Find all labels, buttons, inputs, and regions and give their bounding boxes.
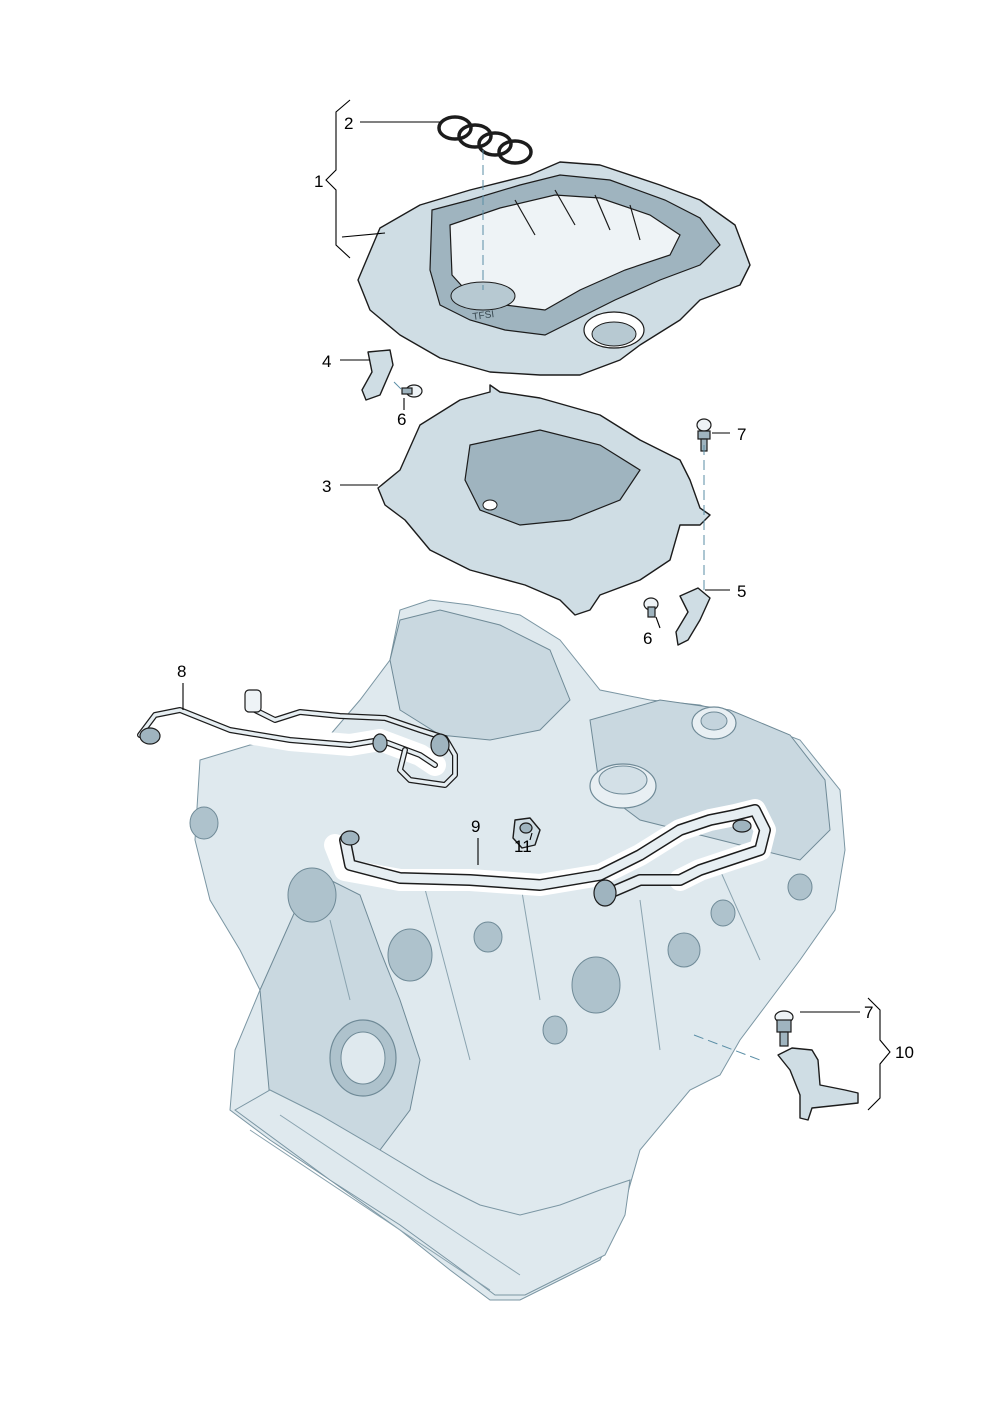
callout-3: 3 — [322, 477, 331, 496]
callout-9: 9 — [471, 817, 480, 836]
breather-line-8 — [129, 689, 458, 788]
callout-6b: 6 — [643, 629, 652, 648]
callout-11: 11 — [514, 837, 532, 856]
vent-hose-9 — [324, 799, 776, 907]
callout-labels: 1 2 3 4 5 6 6 7 7 8 9 10 11 — [177, 114, 914, 1062]
screw-6-upper — [401, 384, 423, 398]
callout-4: 4 — [322, 352, 331, 371]
bracket-4 — [361, 349, 394, 401]
callout-5: 5 — [737, 582, 746, 601]
bracket-10 — [777, 1047, 859, 1121]
screw-6-lower — [643, 597, 659, 618]
callout-10: 10 — [895, 1043, 914, 1062]
clip-11 — [512, 817, 541, 849]
callout-7b: 7 — [864, 1003, 873, 1022]
bracket-5 — [675, 587, 711, 646]
assembly-axes — [393, 150, 761, 1061]
cover-badge-text: TFSI — [472, 309, 495, 323]
callout-6a: 6 — [397, 410, 406, 429]
callout-8: 8 — [177, 662, 186, 681]
brace-1 — [325, 99, 351, 259]
ball-stud-7-lower — [774, 1010, 794, 1047]
callout-1: 1 — [314, 172, 323, 191]
callout-2: 2 — [344, 114, 353, 133]
engine-cover: TFSI — [357, 161, 751, 376]
brace-10 — [867, 997, 891, 1111]
leader-lines — [182, 121, 860, 1013]
engine-block — [189, 599, 846, 1301]
insulation-cover — [377, 384, 711, 616]
callout-7a: 7 — [737, 425, 746, 444]
emblem-rings — [437, 115, 533, 165]
